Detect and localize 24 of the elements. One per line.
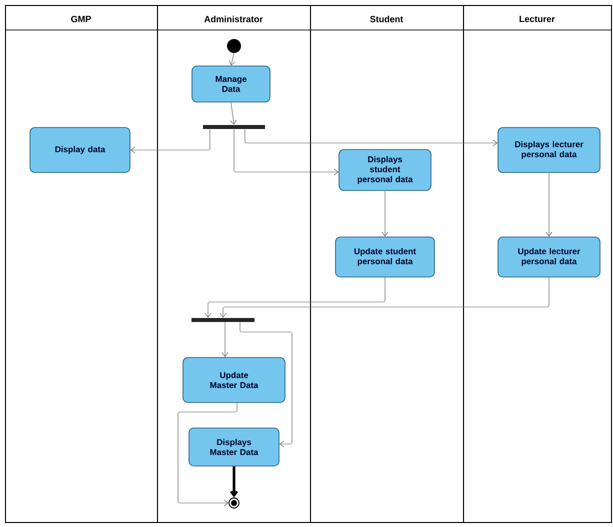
- arrow: [382, 190, 388, 237]
- action-box: Manage Data: [192, 66, 270, 102]
- arrow: [230, 102, 237, 125]
- action-box: Displays student personal data: [338, 149, 432, 191]
- initial-node: [227, 39, 241, 53]
- arrow: [130, 128, 210, 154]
- arrow: [240, 322, 292, 448]
- sync-bar: [203, 125, 265, 129]
- action-box: Update student personal data: [335, 236, 435, 278]
- arrow: [546, 172, 552, 237]
- arrow: [230, 466, 238, 498]
- arrow: [204, 277, 386, 318]
- action-box: Displays lecturer personal data: [498, 127, 600, 173]
- arrow: [244, 128, 498, 146]
- arrow: [234, 128, 339, 176]
- arrow: [228, 52, 236, 66]
- action-box: Display data: [30, 127, 130, 173]
- action-box: Update lecturer personal data: [498, 236, 600, 278]
- action-box: Displays Master Data: [188, 428, 280, 466]
- final-node: [228, 498, 240, 508]
- arrow: [222, 322, 228, 358]
- sync-bar: [192, 318, 254, 322]
- action-box: Update Master Data: [182, 357, 286, 403]
- arrow: [220, 277, 550, 318]
